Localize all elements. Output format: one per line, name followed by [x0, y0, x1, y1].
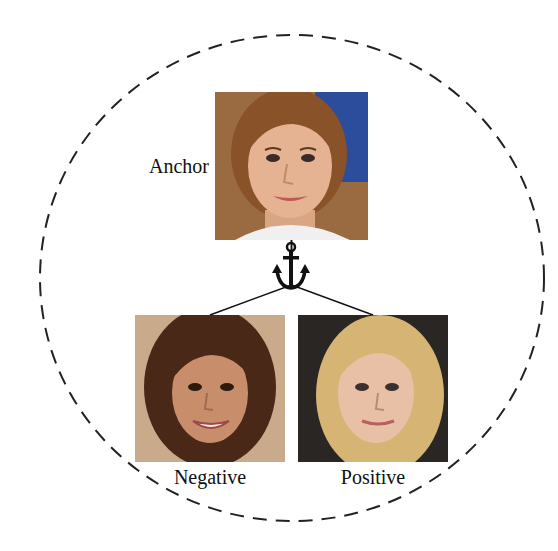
photo-node: Anchor: [147, 92, 368, 240]
face-photo: [215, 92, 368, 240]
node-label: Negative: [172, 466, 248, 489]
photo-node: Negative: [135, 315, 285, 489]
face-photo: [298, 315, 448, 462]
dashed-circle: [40, 35, 544, 521]
node-label: Anchor: [147, 155, 211, 178]
photo-node: Positive: [298, 315, 448, 489]
node-label: Positive: [339, 466, 407, 489]
face-photo: [135, 315, 285, 462]
anchor-symbol: [272, 243, 310, 288]
